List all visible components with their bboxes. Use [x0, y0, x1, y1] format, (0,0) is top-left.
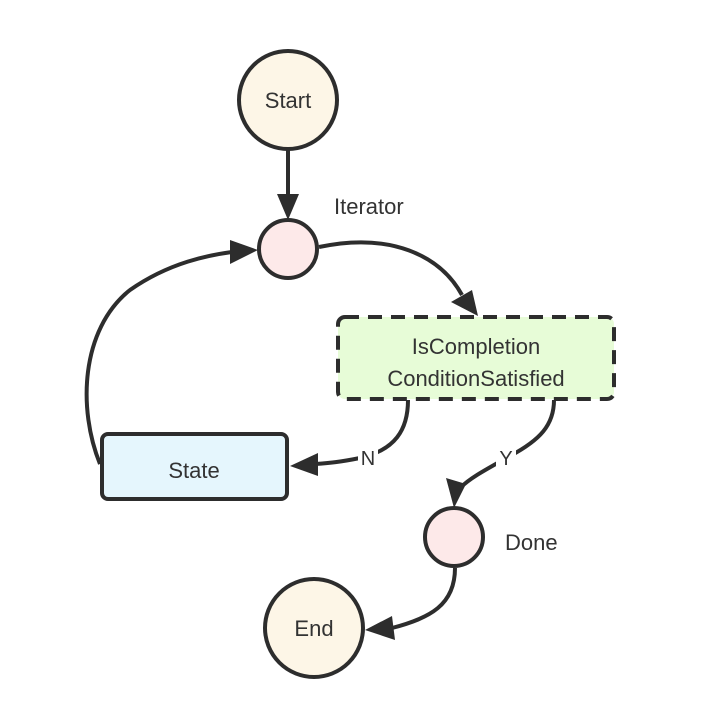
decision-label-line1: IsCompletion: [412, 334, 540, 359]
iterator-circle: [257, 218, 319, 280]
arrowhead-done-to-end: [365, 616, 395, 640]
node-done[interactable]: Done: [423, 506, 558, 568]
node-iterator[interactable]: Iterator: [257, 194, 404, 280]
edge-decision-to-done: [458, 399, 556, 490]
edge-label-y: Y: [499, 448, 512, 470]
start-circle: [237, 49, 339, 151]
node-decision[interactable]: IsCompletion ConditionSatisfied: [336, 315, 616, 401]
done-label: Done: [505, 530, 558, 555]
decision-label-line2: ConditionSatisfied: [387, 366, 564, 391]
node-state[interactable]: State: [100, 432, 289, 501]
edge-done-to-end: [391, 567, 457, 630]
edge-label-n: N: [361, 448, 375, 470]
node-start[interactable]: Start: [237, 49, 339, 151]
end-label: End: [294, 616, 333, 641]
end-circle: [263, 577, 365, 679]
edge-label-y-bg: [496, 445, 516, 469]
decision-box: [336, 315, 616, 401]
iterator-label: Iterator: [334, 194, 404, 219]
edge-state-to-iterator: [84, 250, 233, 465]
edge-label-n-bg: [358, 445, 378, 469]
arrowhead-iterator-to-decision: [451, 290, 478, 316]
node-end[interactable]: End: [263, 577, 365, 679]
edge-labels: N Y: [358, 445, 516, 470]
state-label: State: [168, 458, 219, 483]
state-box: [100, 432, 289, 501]
arrowhead-state-to-iterator: [230, 240, 258, 264]
arrowhead-decision-to-state: [290, 453, 318, 476]
done-circle: [423, 506, 485, 568]
arrowhead-start-to-iterator: [277, 194, 299, 220]
edge-iterator-to-decision: [318, 240, 464, 296]
arrowhead-decision-to-done: [446, 478, 466, 508]
start-label: Start: [265, 88, 311, 113]
